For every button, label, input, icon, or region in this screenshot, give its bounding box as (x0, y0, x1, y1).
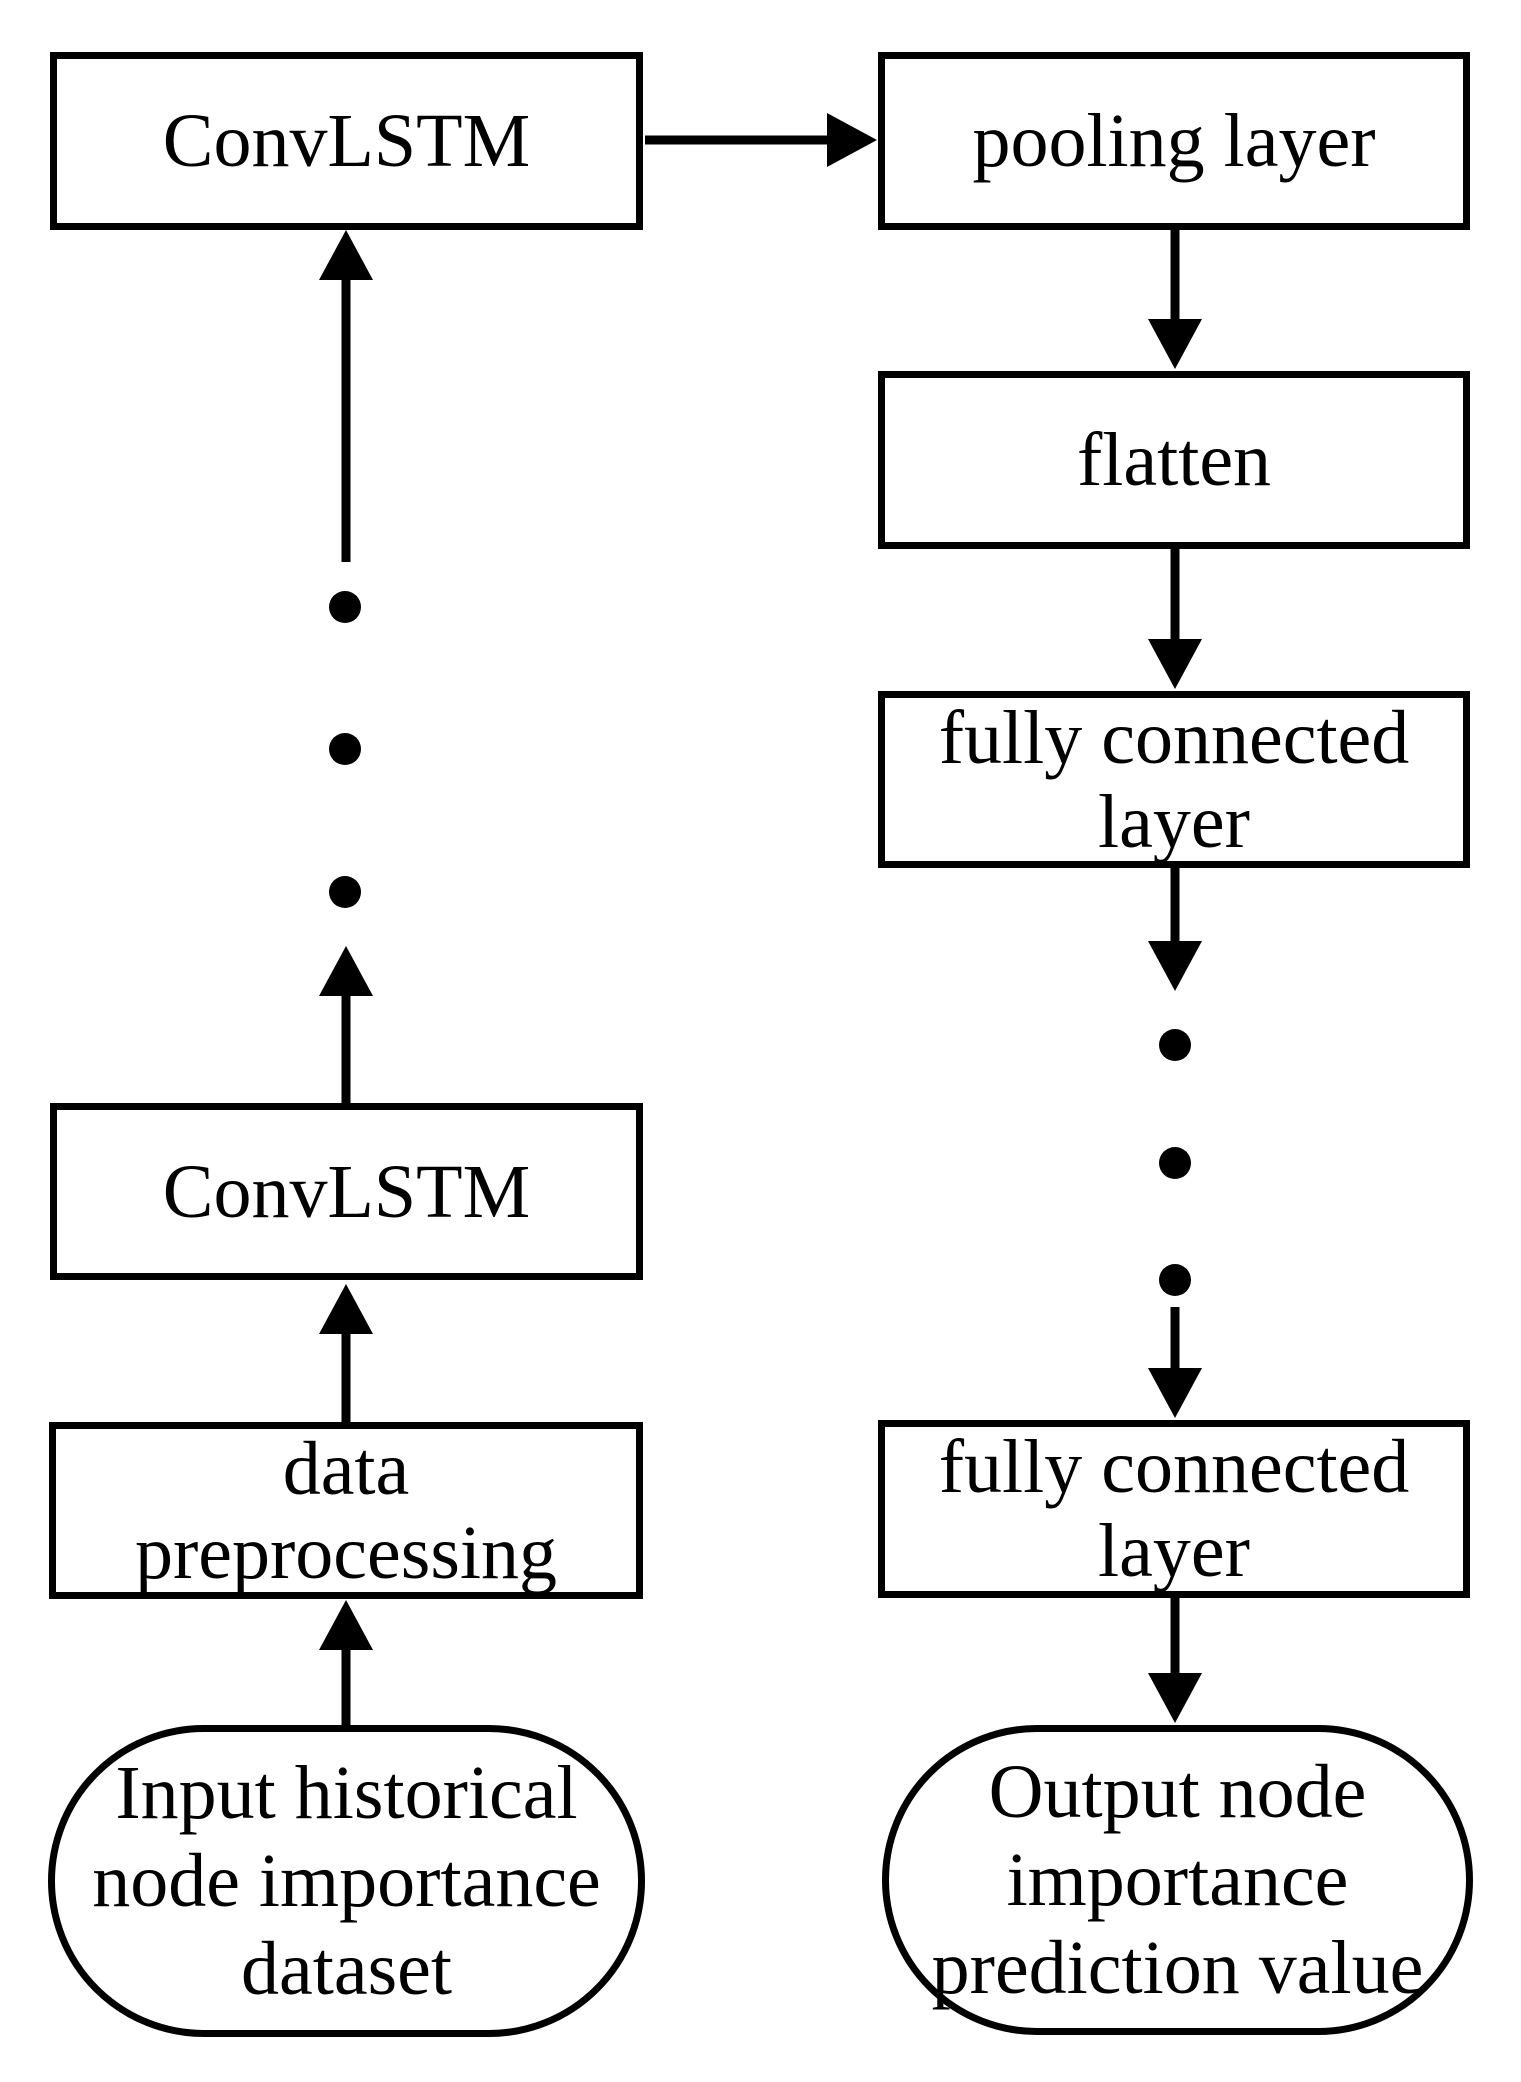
node-fully-connected-lower: fully connected layer (878, 1420, 1470, 1598)
node-label: Input historical (115, 1751, 578, 1835)
node-label: data (282, 1426, 410, 1511)
node-label: Output node (988, 1750, 1367, 1834)
node-label: ConvLSTM (162, 99, 531, 183)
arrow-up-ellipsis-to-convlstm-upper (319, 230, 373, 562)
node-label: layer (1098, 779, 1250, 864)
arrowhead-down-icon (1148, 941, 1202, 991)
arrow-down-flatten-to-fc-upper (1148, 549, 1202, 689)
node-label: node importance (92, 1839, 601, 1923)
arrow-down-fc-lower-to-output (1148, 1598, 1202, 1723)
arrow-up-input-to-preprocessing (319, 1600, 373, 1726)
arrowhead-down-icon (1148, 1368, 1202, 1418)
node-label: fully connected (938, 1425, 1410, 1509)
node-label: layer (1098, 1509, 1250, 1593)
node-label: fully connected (938, 695, 1410, 780)
node-label: pooling layer (972, 99, 1376, 183)
arrowhead-up-icon (319, 1284, 373, 1334)
arrowhead-down-icon (1148, 1673, 1202, 1723)
arrow-down-pooling-to-flatten (1148, 230, 1202, 369)
arrow-up-preprocessing-to-convlstm-lower (319, 1284, 373, 1423)
arrow-right-convlstm-to-pooling (645, 113, 877, 167)
ellipsis-left-dots (329, 591, 361, 908)
node-data-preprocessing: data preprocessing (49, 1422, 643, 1599)
arrowhead-right-icon (827, 113, 877, 167)
node-input-dataset: Input historical node importance dataset (48, 1725, 645, 2037)
node-label: importance (1006, 1838, 1349, 1922)
arrowhead-down-icon (1148, 639, 1202, 689)
node-label: dataset (240, 1927, 452, 2011)
node-pooling-layer: pooling layer (878, 52, 1470, 230)
node-fully-connected-upper: fully connected layer (878, 691, 1470, 868)
node-convlstm-lower: ConvLSTM (50, 1103, 643, 1280)
node-label: ConvLSTM (162, 1149, 531, 1234)
node-label: flatten (1076, 418, 1272, 502)
node-label: preprocessing (134, 1510, 558, 1595)
arrow-down-ellipsis-to-fc-lower (1148, 1307, 1202, 1418)
arrowhead-down-icon (1148, 319, 1202, 369)
node-convlstm-upper: ConvLSTM (50, 52, 643, 230)
arrow-down-fc-upper-to-ellipsis (1148, 868, 1202, 991)
arrow-up-convlstm-lower-to-ellipsis (319, 946, 373, 1104)
ellipsis-right-dots (1159, 1029, 1191, 1296)
node-output-value: Output node importance prediction value (882, 1725, 1473, 2035)
arrowhead-up-icon (319, 946, 373, 996)
arrowhead-up-icon (319, 1600, 373, 1650)
arrowhead-up-icon (319, 230, 373, 280)
node-flatten: flatten (878, 371, 1470, 549)
node-label: prediction value (931, 1926, 1424, 2010)
